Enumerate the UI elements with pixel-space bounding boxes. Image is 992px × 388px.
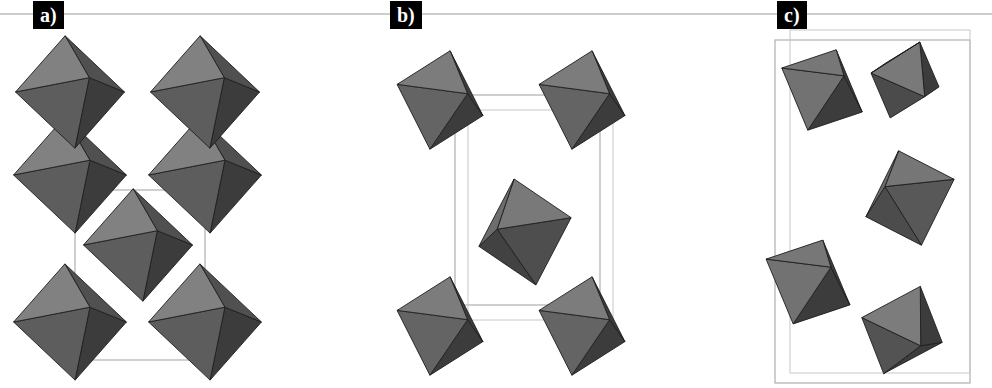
panel-label-box: a): [33, 1, 64, 29]
octahedron-face: [866, 187, 922, 246]
octahedron-face: [397, 277, 468, 320]
octahedron-face: [14, 264, 90, 322]
octahedron-face: [397, 84, 468, 149]
octahedron-face: [16, 36, 90, 92]
octahedron-face: [766, 259, 831, 324]
panel-label: a): [40, 5, 57, 25]
octahedron-face: [479, 179, 514, 246]
octahedron-face: [539, 277, 610, 320]
octahedron: [16, 36, 125, 148]
octahedron-face: [766, 240, 831, 267]
octahedron-face: [497, 179, 571, 229]
octahedron-face: [539, 310, 610, 375]
octahedron-face: [866, 151, 899, 217]
unit-cell: [775, 40, 970, 383]
octahedron: [871, 42, 939, 118]
octahedra: [14, 36, 955, 380]
panel-label: b): [397, 5, 415, 25]
unit-cells: [75, 30, 970, 383]
octahedron: [149, 264, 262, 380]
octahedron-face: [862, 286, 921, 345]
octahedron: [397, 51, 483, 149]
octahedron-face: [151, 36, 225, 92]
octahedron-face: [539, 84, 610, 149]
panel-label-box: c): [777, 1, 807, 29]
octahedron: [14, 264, 127, 380]
octahedron: [862, 286, 942, 373]
octahedron-face: [84, 189, 158, 245]
octahedron-face: [920, 286, 942, 345]
header-rule: [0, 14, 992, 15]
octahedron: [397, 277, 483, 375]
octahedron-face: [885, 151, 954, 187]
octahedron: [866, 151, 954, 245]
octahedron-face: [539, 51, 610, 94]
octahedron: [479, 179, 571, 285]
octahedron: [539, 277, 625, 375]
octahedron: [782, 50, 862, 130]
panel-label-box: b): [390, 1, 422, 29]
octahedron: [151, 36, 260, 148]
octahedron-face: [397, 310, 468, 375]
octahedron-face: [871, 42, 920, 73]
octahedron-face: [782, 50, 844, 76]
octahedron: [539, 51, 625, 149]
octahedron-face: [149, 264, 225, 322]
octahedron: [84, 189, 193, 301]
octahedron: [766, 240, 850, 324]
octahedron-face: [871, 42, 925, 97]
octahedron-face: [782, 68, 844, 130]
unit-cell: [468, 110, 613, 320]
panel-label: c): [784, 5, 800, 25]
octahedron-face: [397, 51, 468, 94]
